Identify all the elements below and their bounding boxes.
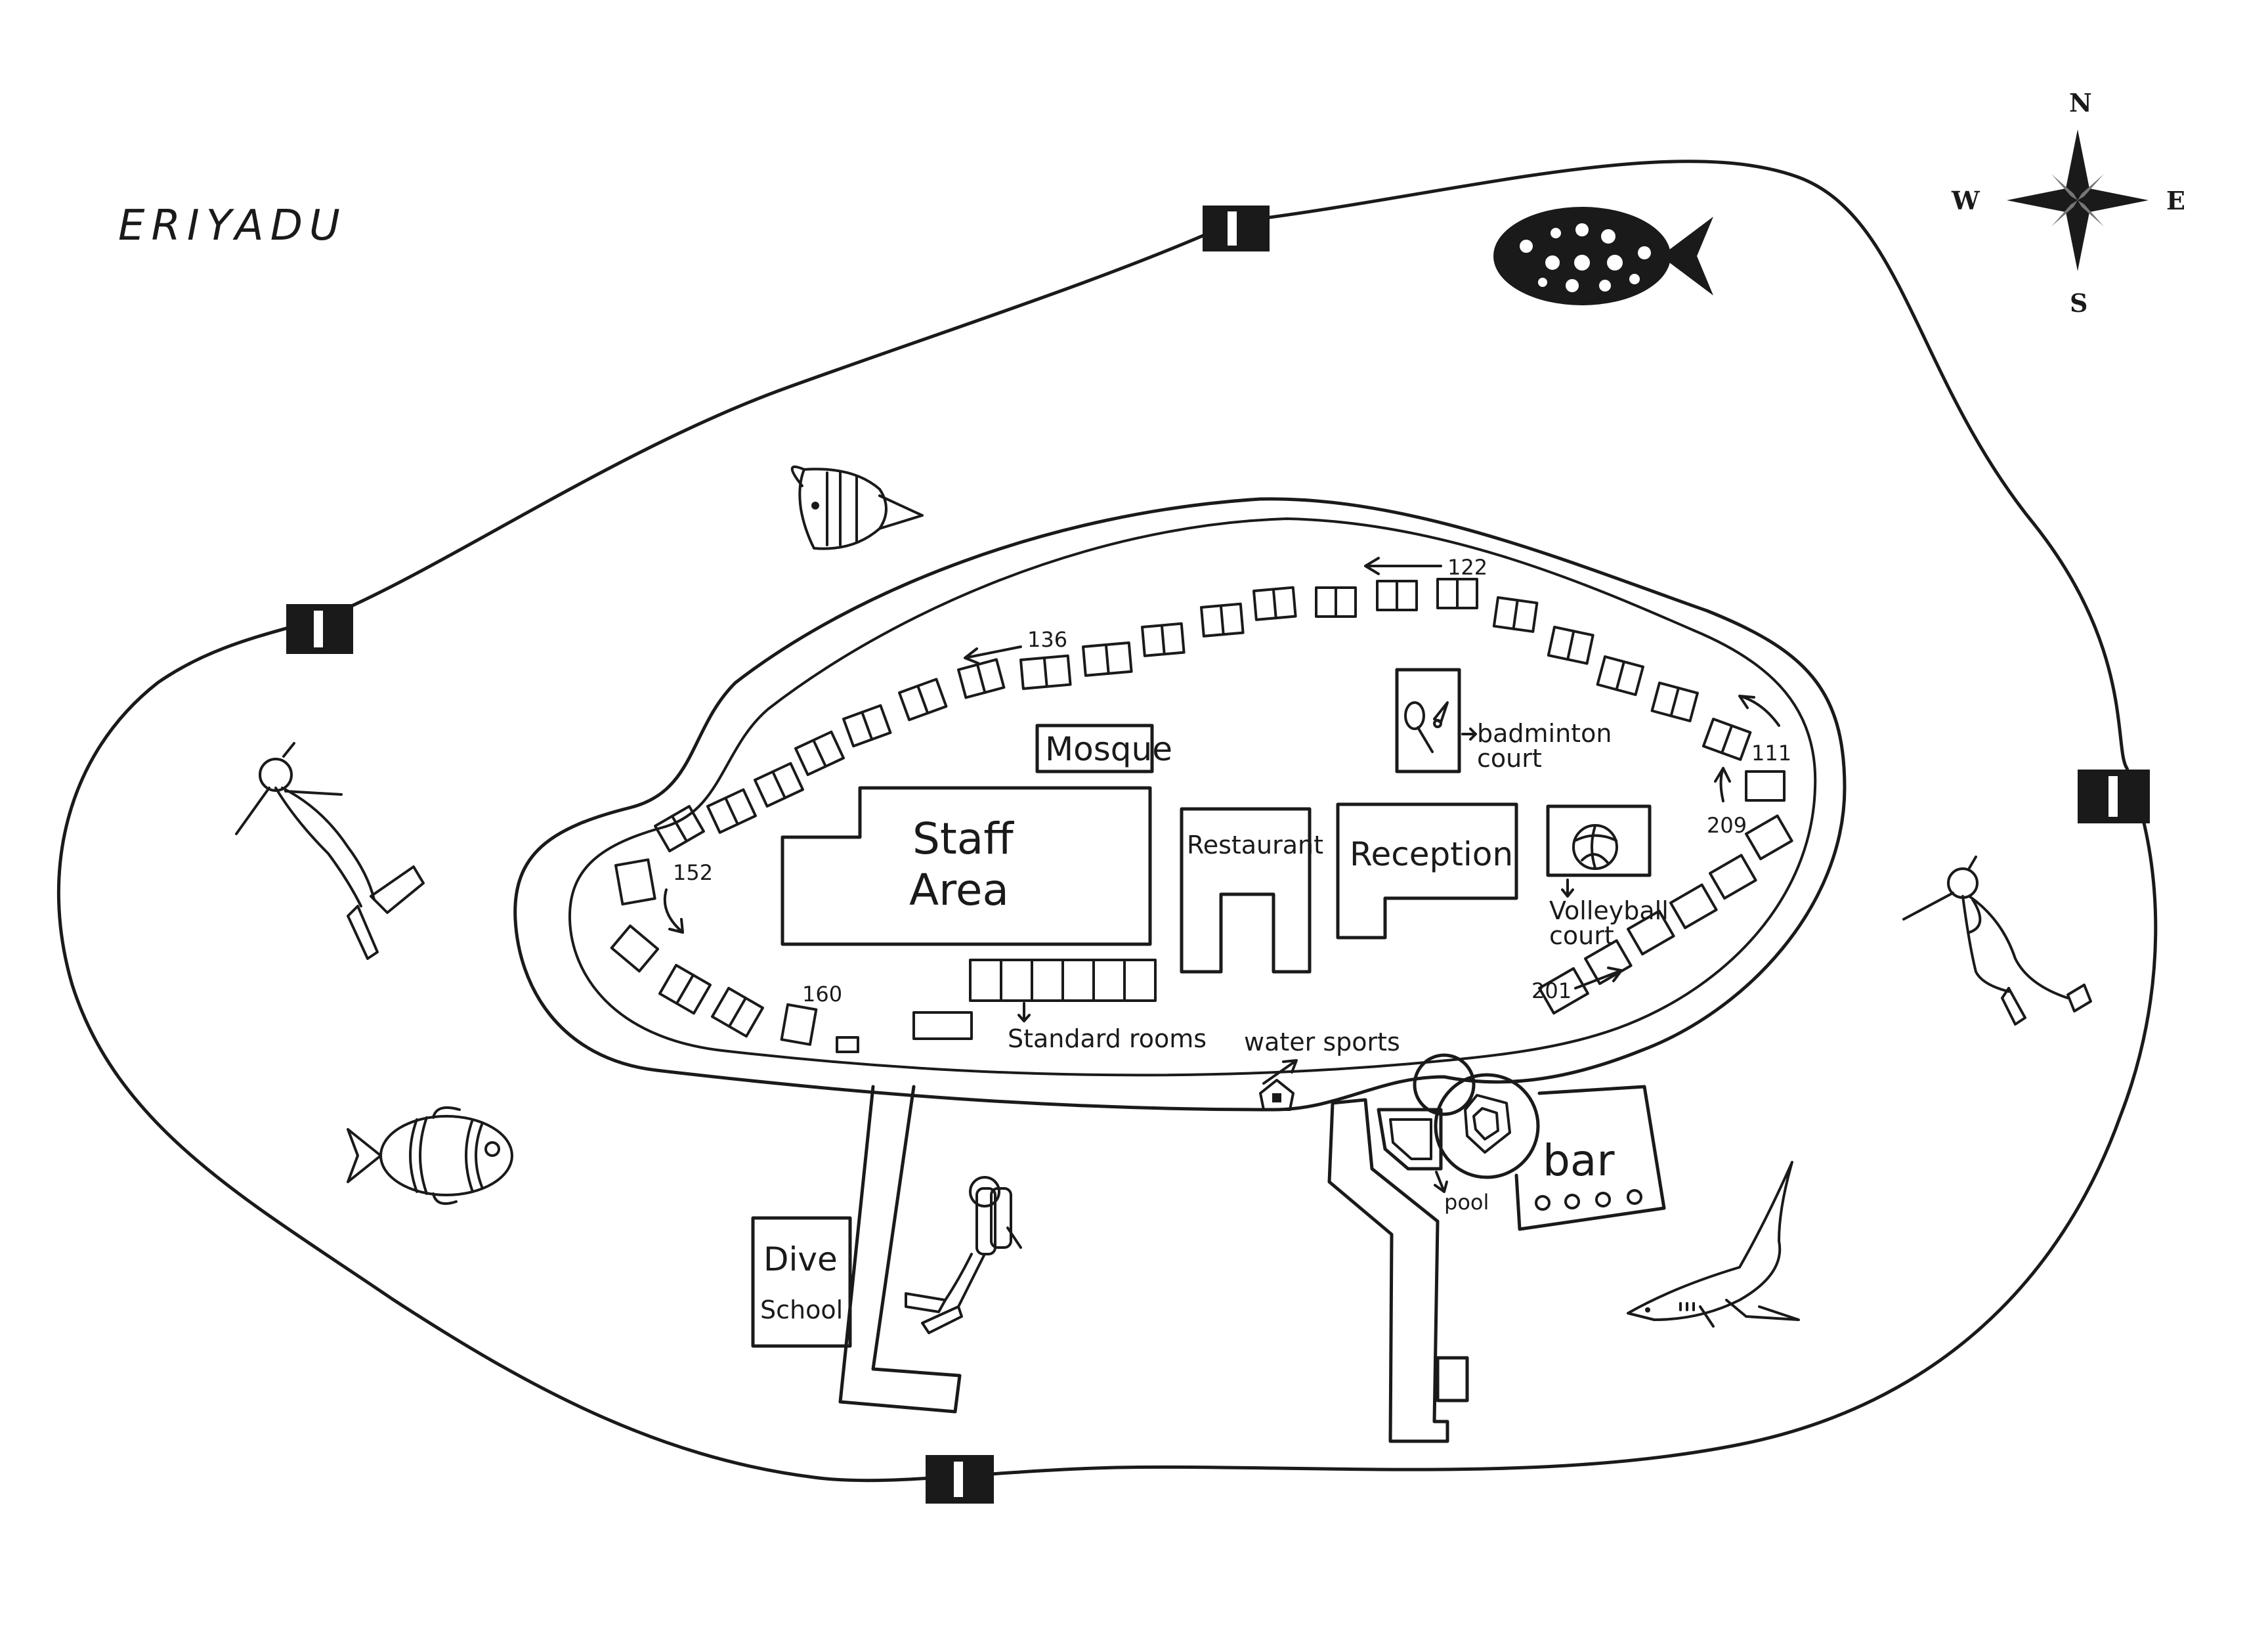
- bungalow: [1141, 622, 1186, 657]
- bungalow: [706, 788, 757, 834]
- svg-text:Mosque: Mosque: [1045, 730, 1172, 768]
- bungalow: [780, 1003, 818, 1046]
- svg-text:Area: Area: [909, 865, 1009, 915]
- bungalow: [1492, 596, 1539, 633]
- snorkeler-icon: [1902, 856, 2092, 1026]
- svg-text:Restaurant: Restaurant: [1187, 831, 1323, 859]
- room-number-122: 122: [1364, 555, 1487, 580]
- svg-text:badminton: badminton: [1477, 719, 1612, 748]
- compass-west: W: [1951, 186, 1980, 215]
- bungalow: [1200, 602, 1245, 638]
- svg-text:water sports: water sports: [1244, 1028, 1400, 1056]
- map-title: ERIYADU: [118, 202, 347, 250]
- bungalow: [1547, 626, 1594, 665]
- dive-school: Dive School: [751, 1216, 852, 1348]
- bungalow: [1584, 939, 1633, 986]
- bungalow: [957, 658, 1006, 699]
- svg-text:122: 122: [1447, 555, 1487, 580]
- pool: pool: [1377, 1053, 1540, 1215]
- bungalow: [754, 762, 804, 808]
- room-number-209: 209: [1707, 767, 1747, 838]
- bungalow: [1745, 770, 1786, 802]
- island-inner-shoreline: [568, 517, 1817, 1077]
- volleyball-icon: [1572, 824, 1618, 870]
- compass-south: S: [2070, 288, 2087, 318]
- svg-text:Reception: Reception: [1350, 835, 1513, 873]
- svg-text:Standard rooms: Standard rooms: [1008, 1024, 1207, 1053]
- room-number-160: 160: [802, 982, 842, 1007]
- svg-text:152: 152: [673, 860, 713, 885]
- bungalow: [1436, 578, 1478, 609]
- reef-marker-west: [286, 604, 353, 654]
- reef-marker-east: [2078, 770, 2150, 823]
- room-number-201: 201: [1531, 967, 1623, 1003]
- bungalow: [711, 987, 764, 1038]
- jetty-west: [838, 1085, 962, 1414]
- bungalow: [1596, 655, 1644, 697]
- bungalow: [1669, 883, 1718, 930]
- water-sports: water sports: [1244, 1028, 1400, 1111]
- bungalow: [842, 704, 892, 748]
- bungalows: [610, 578, 1793, 1053]
- badminton-court: badminton court: [1395, 668, 1612, 773]
- svg-text:Volleyball: Volleyball: [1549, 896, 1669, 925]
- svg-text:Staff: Staff: [912, 814, 1014, 864]
- room-number-152: 152: [663, 860, 713, 934]
- compass-east: E: [2166, 186, 2185, 215]
- bar: bar: [1514, 1085, 1666, 1231]
- badminton-icon: [1404, 701, 1449, 753]
- svg-text:School: School: [760, 1295, 843, 1324]
- reef-marker-north: [1203, 206, 1270, 251]
- room-number-136: 136: [964, 627, 1067, 664]
- bungalow: [658, 964, 712, 1015]
- svg-text:Dive: Dive: [763, 1240, 838, 1278]
- svg-text:160: 160: [802, 982, 842, 1007]
- grouper-fish-icon: [1493, 207, 1713, 305]
- bungalow: [898, 678, 948, 722]
- bungalow: [1538, 967, 1589, 1015]
- snorkeler-icon: [235, 742, 425, 960]
- bungalow: [1627, 909, 1675, 956]
- compass-rose-icon: N S E W: [1951, 88, 2185, 318]
- room-number-111: 111: [1738, 695, 1791, 766]
- bungalow: [1082, 641, 1133, 677]
- scuba-diver-icon: [905, 1176, 1022, 1334]
- bungalow: [654, 805, 705, 853]
- svg-text:court: court: [1549, 921, 1614, 950]
- standard-rooms: Standard rooms: [912, 959, 1207, 1053]
- reception: Reception: [1336, 802, 1518, 940]
- bungalow: [610, 924, 660, 973]
- shark-icon: [1627, 1161, 1800, 1328]
- clownfish-icon: [347, 1106, 513, 1205]
- reef-marker-south: [926, 1455, 994, 1504]
- bungalow: [614, 858, 656, 906]
- svg-text:bar: bar: [1543, 1135, 1615, 1186]
- svg-text:111: 111: [1751, 741, 1791, 766]
- svg-text:136: 136: [1027, 627, 1067, 652]
- bungalow: [1376, 580, 1418, 611]
- mosque: Mosque: [1035, 724, 1172, 773]
- jetty-east: [1327, 1098, 1469, 1443]
- svg-text:court: court: [1477, 744, 1542, 773]
- volleyball-court: Volleyball court: [1546, 804, 1669, 950]
- butterfly-fish-icon: [790, 466, 924, 550]
- bungalow: [1650, 682, 1699, 723]
- bungalow: [1701, 718, 1752, 761]
- staff-area: Staff Area: [781, 786, 1152, 946]
- bungalow: [1745, 814, 1793, 861]
- bungalow: [836, 1036, 859, 1053]
- svg-text:201: 201: [1531, 978, 1572, 1003]
- restaurant: Restaurant: [1180, 807, 1323, 974]
- compass-north: N: [2069, 88, 2092, 118]
- bungalow: [1252, 586, 1297, 621]
- bungalow: [1315, 586, 1357, 618]
- island-outer-shoreline: [513, 497, 1847, 1112]
- bungalow: [1709, 854, 1757, 900]
- svg-text:209: 209: [1707, 813, 1747, 838]
- svg-text:pool: pool: [1444, 1190, 1489, 1215]
- bungalow: [794, 730, 845, 776]
- bungalow: [1019, 654, 1072, 690]
